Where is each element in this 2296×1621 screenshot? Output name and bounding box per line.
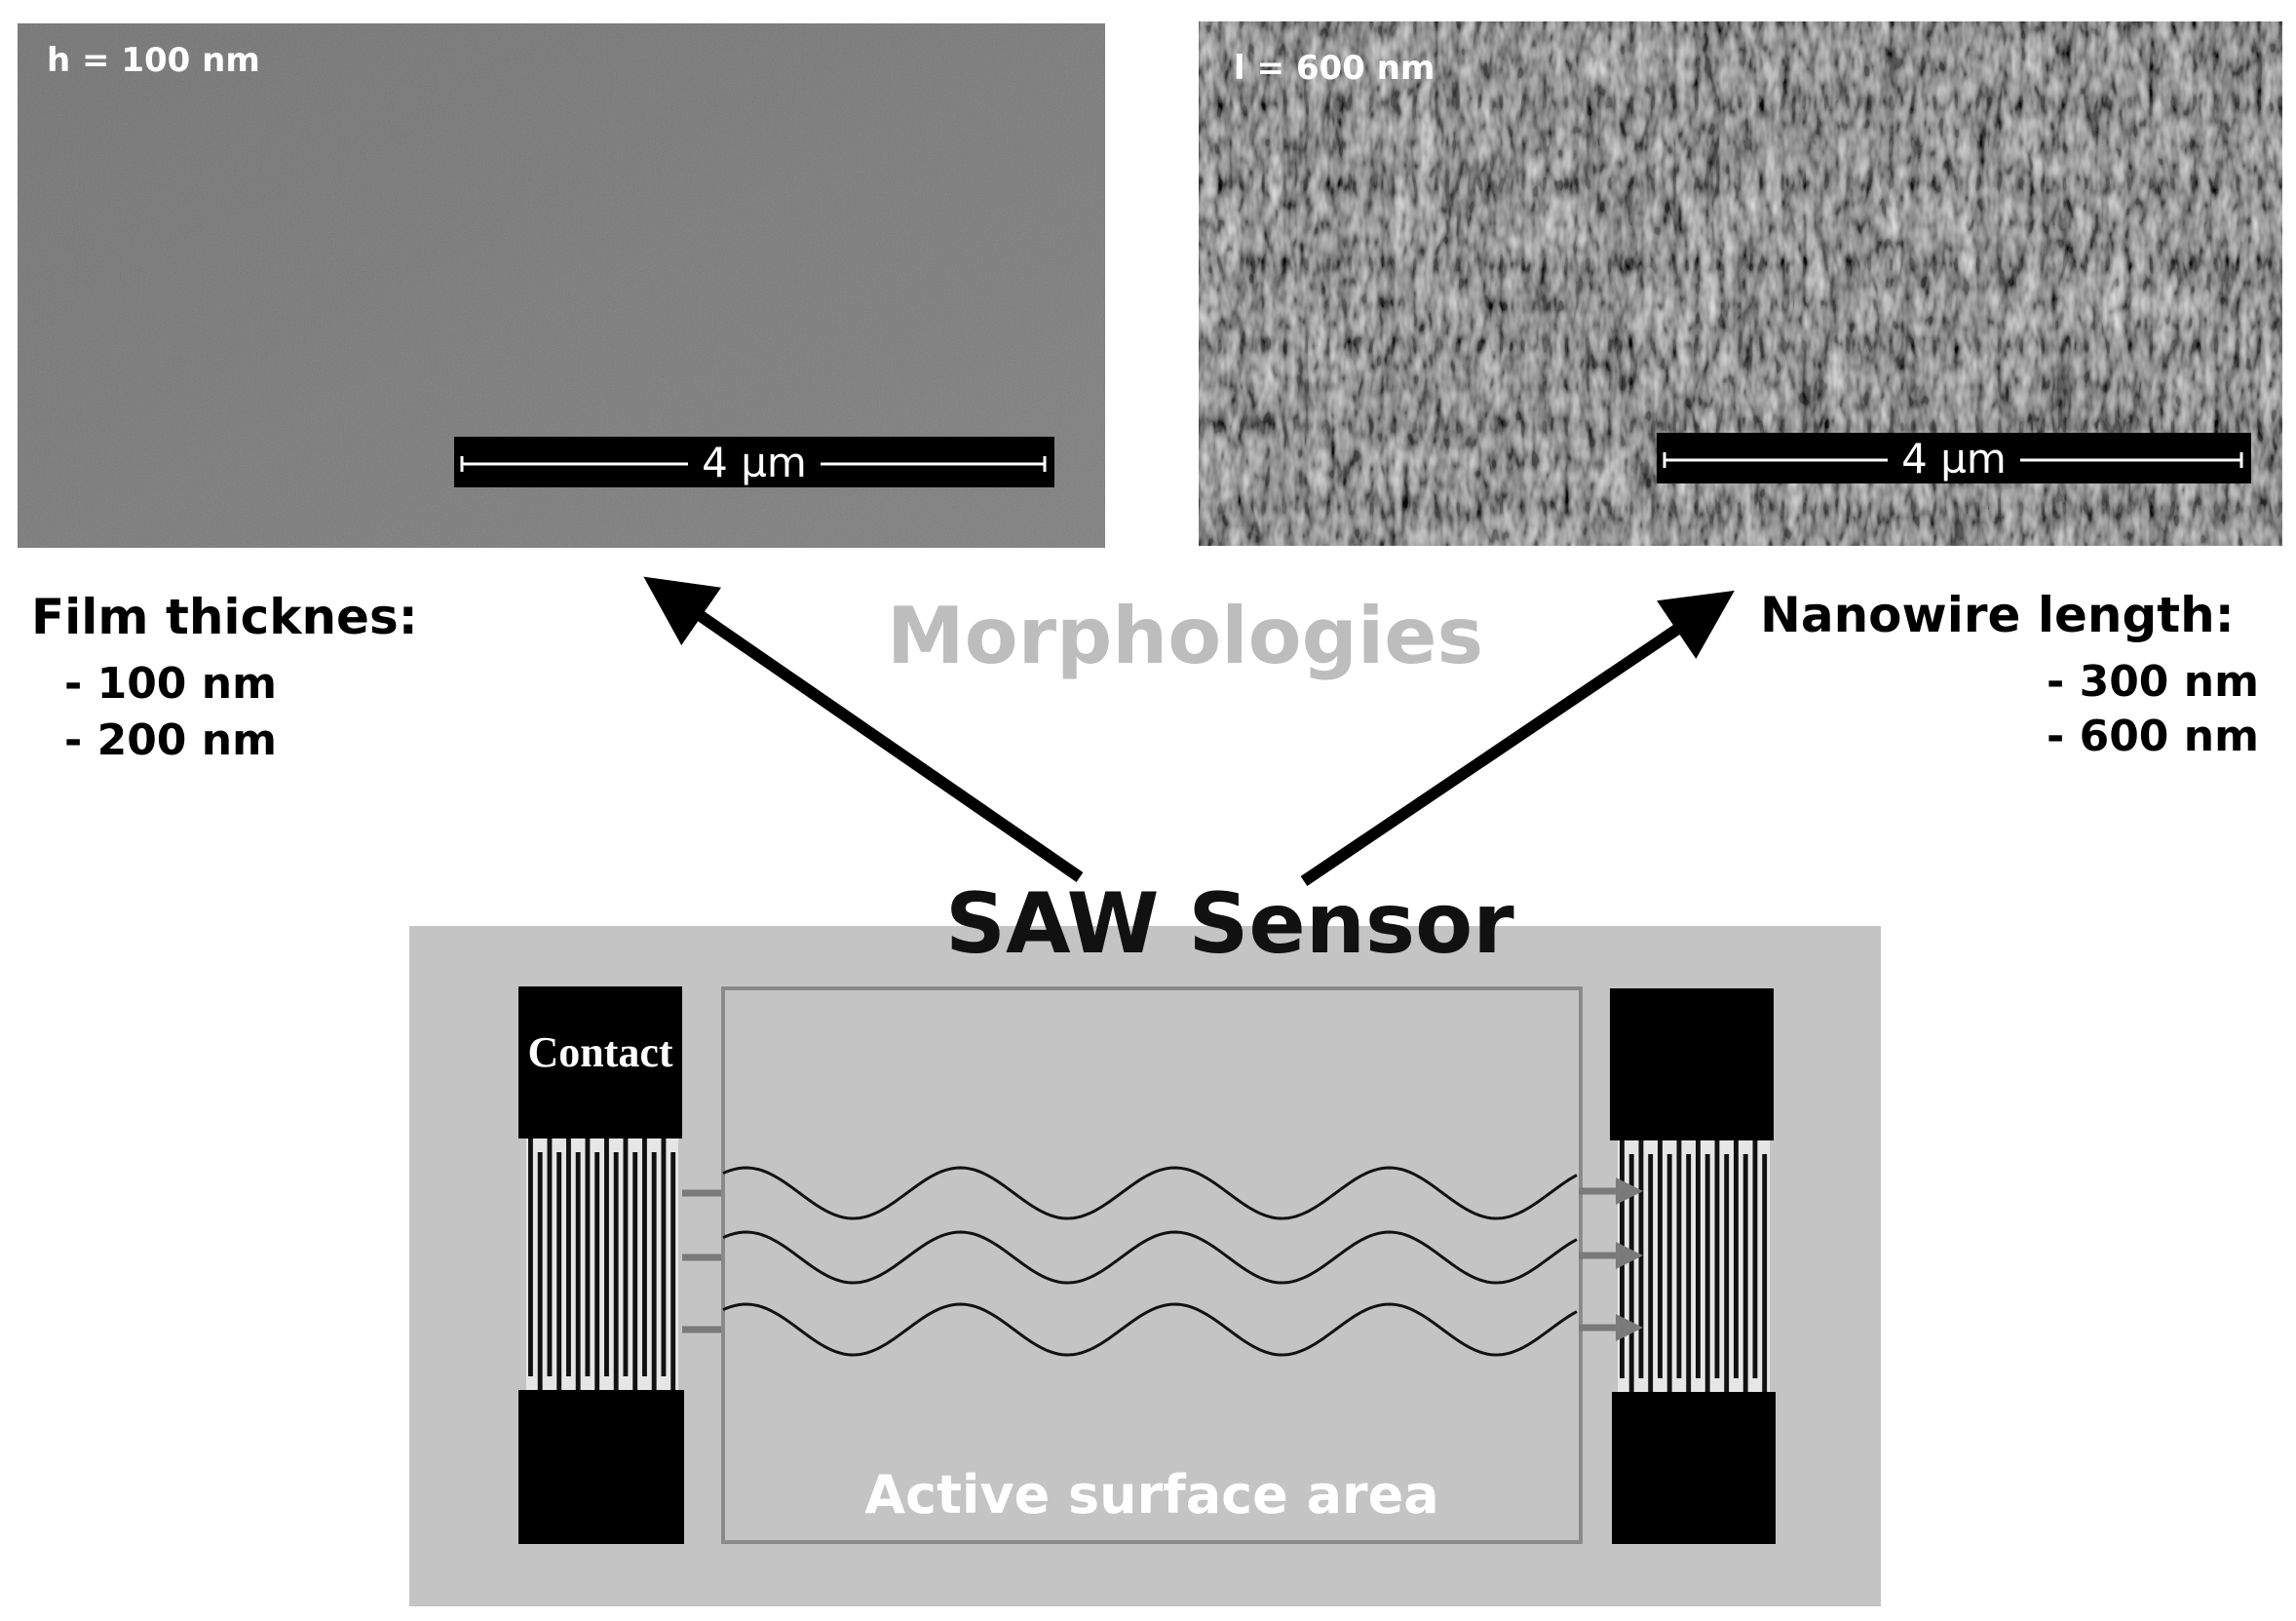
film-thickness-heading: Film thicknes: [31, 589, 418, 645]
idt-finger [1742, 1154, 1748, 1392]
idt-finger [1628, 1154, 1634, 1392]
nanowire-sem-label: l = 600 nm [1234, 49, 1435, 88]
contact-pad-top-left [518, 986, 682, 1139]
idt-finger [1666, 1154, 1672, 1392]
idt-finger [1648, 1154, 1654, 1392]
idt-finger [613, 1152, 619, 1390]
nanowire-length-item: - 600 nm [2047, 712, 2259, 761]
nanowire-sem-image: l = 600 nm 4 µm [1199, 21, 2282, 546]
idt-finger [528, 1139, 533, 1376]
active-surface-label: Active surface area [864, 1464, 1439, 1525]
idt-left [526, 1139, 678, 1390]
idt-finger [1704, 1154, 1710, 1392]
film-scale-bar: 4 µm [454, 437, 1054, 487]
film-sem-label: h = 100 nm [47, 41, 260, 80]
idt-finger [1676, 1140, 1682, 1378]
idt-finger [566, 1139, 571, 1376]
idt-finger [651, 1152, 657, 1390]
idt-finger [575, 1152, 581, 1390]
nanowire-scale-bar: 4 µm [1657, 433, 2251, 483]
idt-finger [642, 1139, 647, 1376]
idt-finger [1696, 1140, 1701, 1378]
contact-pad-bottom-right [1612, 1392, 1776, 1544]
idt-finger [547, 1139, 553, 1376]
idt-finger [1658, 1140, 1663, 1378]
idt-finger [537, 1152, 543, 1390]
idt-finger [1752, 1140, 1758, 1378]
idt-finger [670, 1152, 676, 1390]
nanowire-length-item: - 300 nm [2047, 657, 2259, 707]
film-texture [18, 23, 1105, 548]
morphology-arrows [643, 576, 1735, 886]
idt-finger [1762, 1154, 1768, 1392]
idt-finger [585, 1139, 591, 1376]
contact-label: Contact [527, 1028, 673, 1076]
acoustic-wave [722, 1230, 1578, 1285]
acoustic-wave [722, 1166, 1578, 1220]
film-sem-image: h = 100 nm 4 µm [18, 23, 1105, 548]
idt-finger [1724, 1154, 1730, 1392]
nanowire-length-heading: Nanowire length: [1760, 587, 2235, 643]
idt-finger [1714, 1140, 1720, 1378]
idt-finger [594, 1152, 600, 1390]
film-thickness-item: - 200 nm [64, 715, 277, 765]
morphologies-label: Morphologies [887, 591, 1484, 681]
contact-pad-bottom-left [518, 1390, 684, 1544]
arrow-to-film [643, 576, 1084, 882]
active-surface-area [721, 986, 1583, 1544]
saw-sensor-title: SAW Sensor [945, 875, 1514, 973]
acoustic-wave [722, 1302, 1578, 1357]
idt-finger [1734, 1140, 1739, 1378]
film-thickness-item: - 100 nm [64, 659, 277, 709]
idt-finger [1686, 1154, 1692, 1392]
idt-finger [623, 1139, 629, 1376]
film-scale-label: 4 µm [688, 438, 821, 486]
idt-finger [556, 1152, 562, 1390]
idt-finger [661, 1139, 667, 1376]
idt-finger [604, 1139, 609, 1376]
arrow-to-nanowire [1300, 590, 1735, 886]
idt-finger [632, 1152, 638, 1390]
contact-pad-top-right [1610, 988, 1774, 1140]
nanowire-scale-label: 4 µm [1888, 434, 2020, 482]
